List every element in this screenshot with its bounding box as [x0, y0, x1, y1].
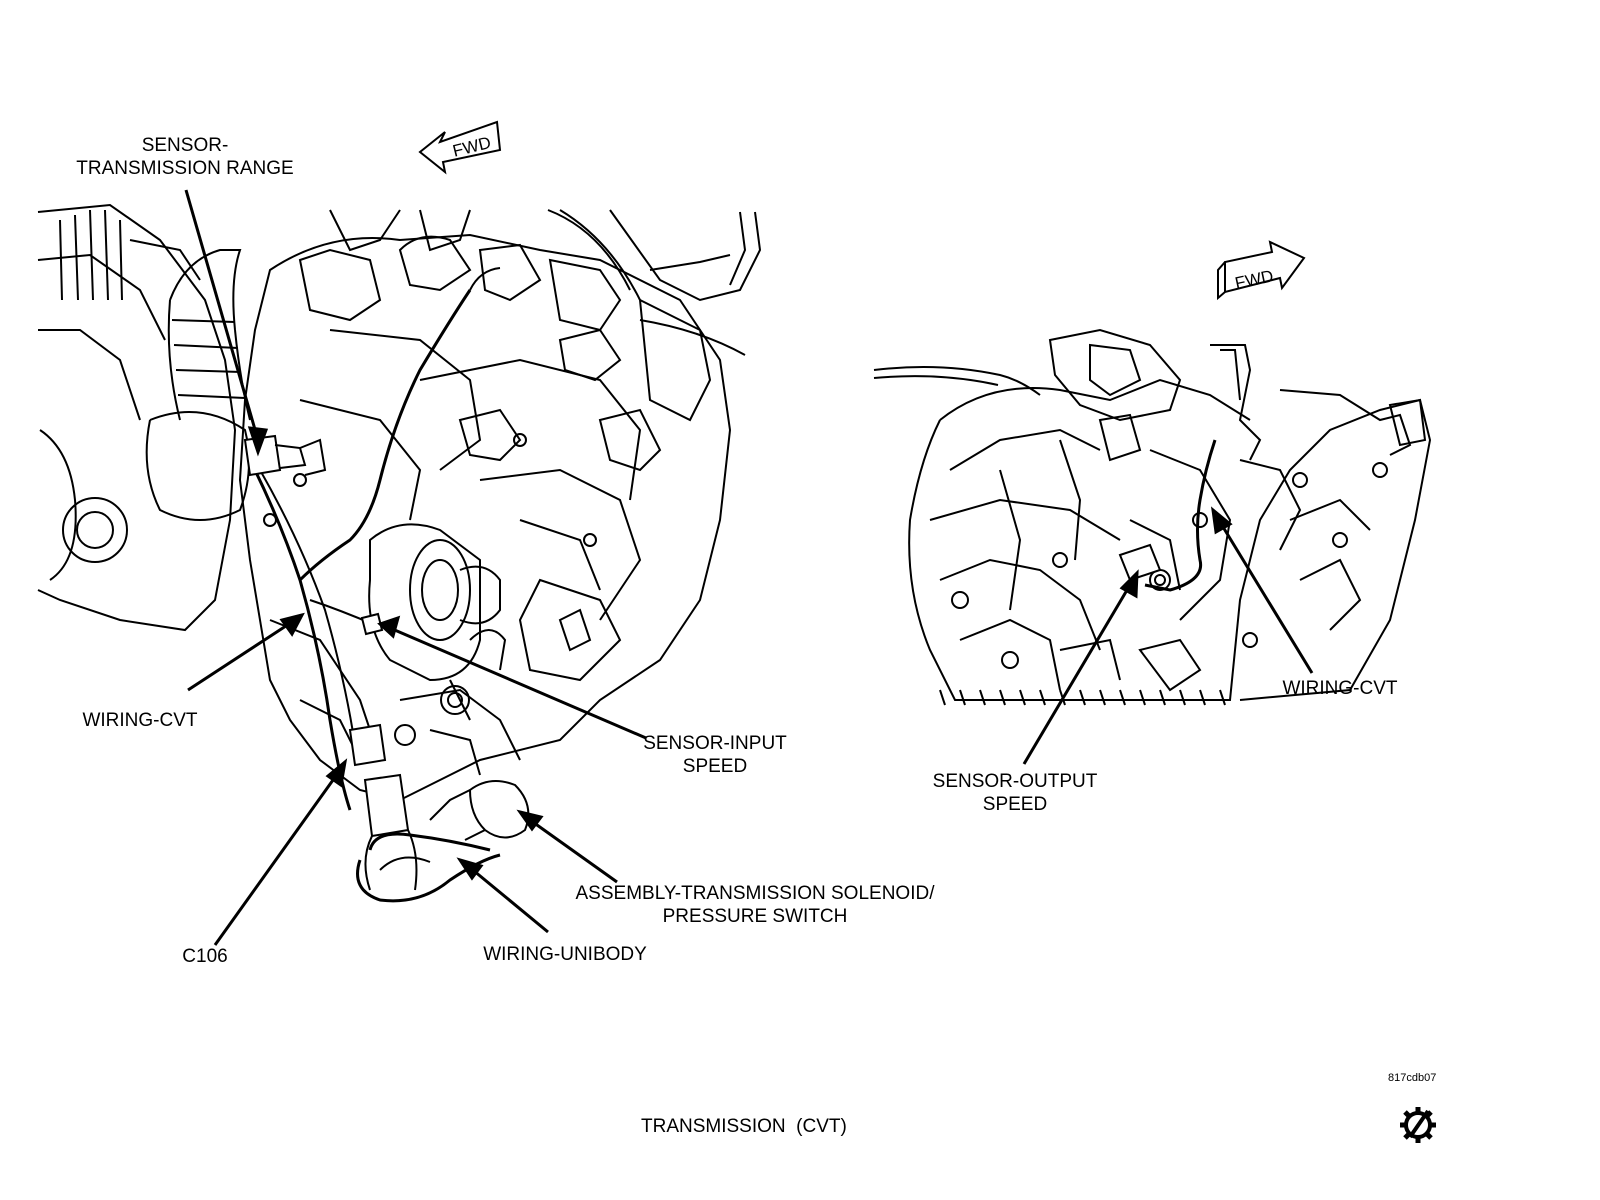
- label-c106: C106: [182, 946, 228, 967]
- transmission-gear-icon: [1400, 1107, 1436, 1143]
- figure-code: 817cdb07: [1388, 1072, 1437, 1084]
- label-sensor-transmission-range: SENSOR- TRANSMISSION RANGE: [76, 135, 294, 179]
- label-wiring-unibody: WIRING-UNIBODY: [483, 944, 647, 965]
- fwd-arrow-right: FWD: [1217, 240, 1306, 301]
- fwd-arrow-left: FWD: [418, 120, 502, 175]
- leader-lines: [184, 189, 1314, 946]
- label-wiring-cvt-right: WIRING-CVT: [1282, 678, 1398, 699]
- label-wiring-cvt-left: WIRING-CVT: [82, 710, 198, 731]
- right-transmission-view: [873, 328, 1432, 706]
- label-sensor-output-speed: SENSOR-OUTPUT SPEED: [932, 771, 1098, 815]
- left-transmission-view: [37, 203, 762, 903]
- figure-caption: TRANSMISSION (CVT): [641, 1116, 847, 1137]
- label-solenoid-pressure-switch: ASSEMBLY-TRANSMISSION SOLENOID/ PRESSURE…: [575, 883, 935, 927]
- label-sensor-input-speed: SENSOR-INPUT SPEED: [643, 733, 787, 777]
